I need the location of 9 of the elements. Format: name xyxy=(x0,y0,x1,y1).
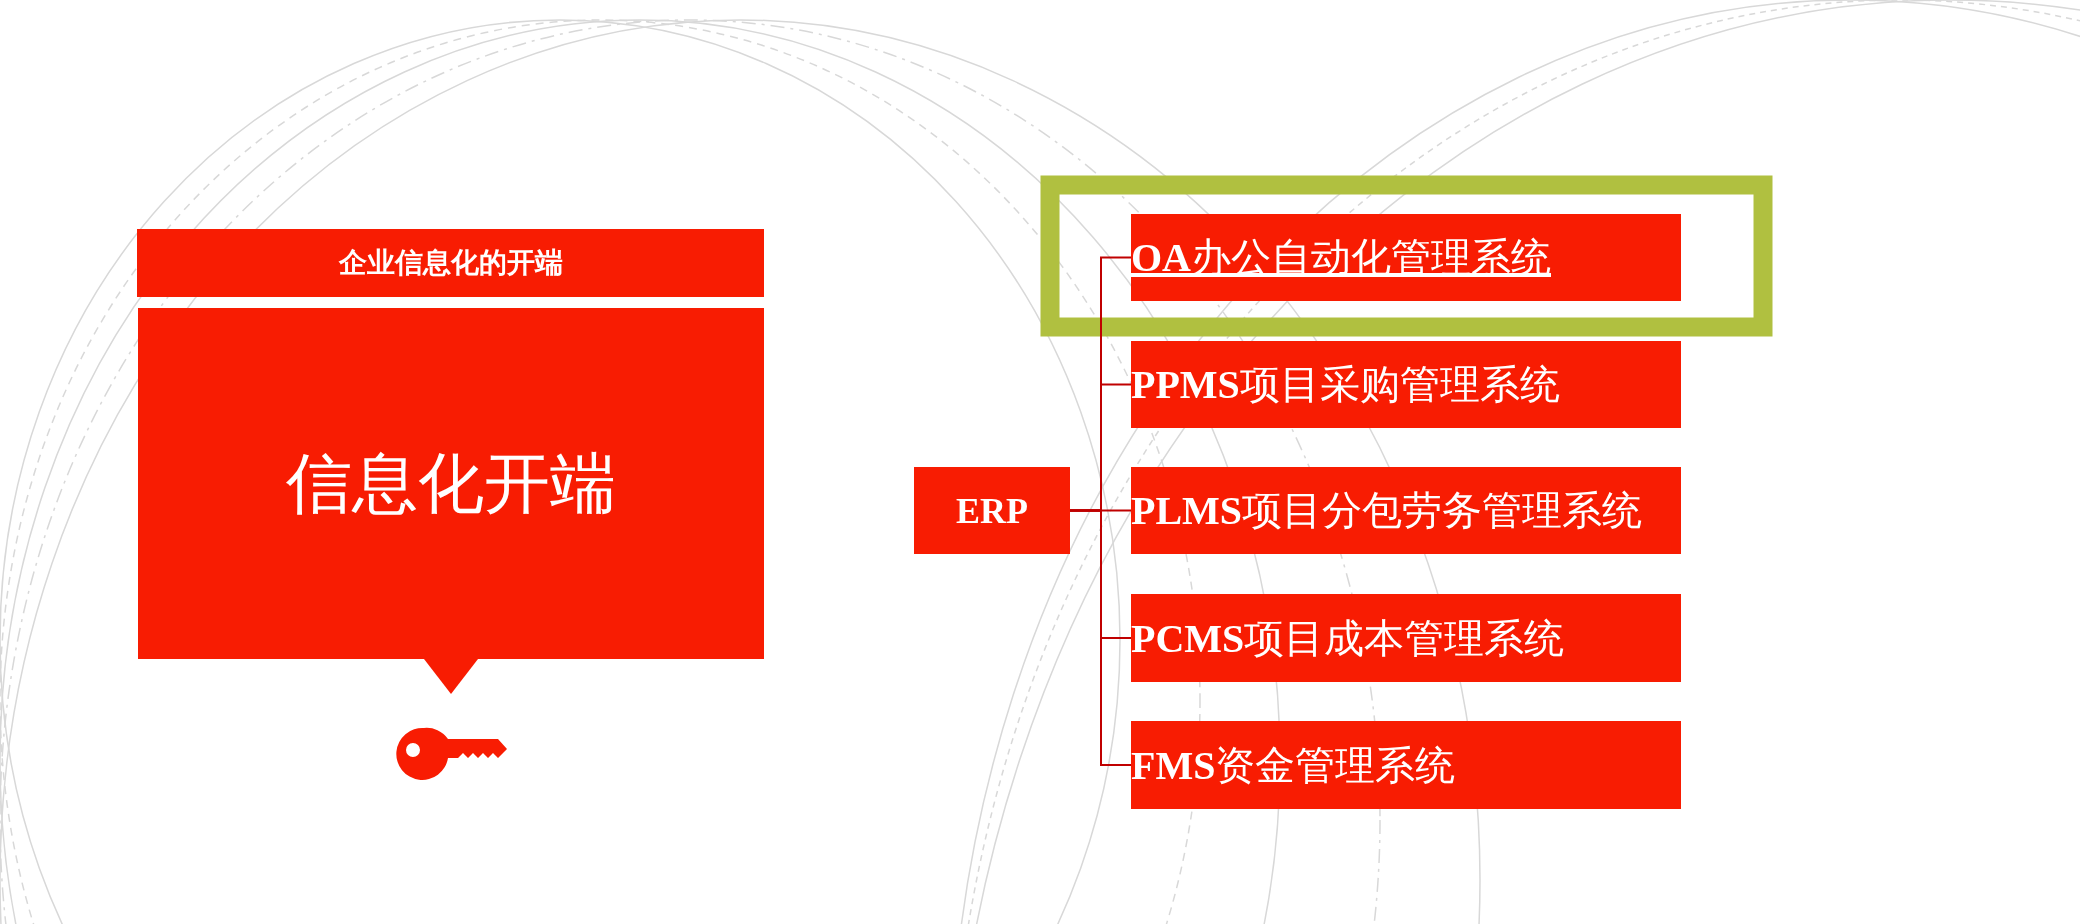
topic-box: 信息化开端 xyxy=(138,308,764,659)
title-band: 企业信息化的开端 xyxy=(137,229,764,297)
process-box: PLMS项目分包劳务管理系统 xyxy=(1131,467,1681,554)
connector-line xyxy=(1069,509,1132,766)
process-box: PCMS项目成本管理系统 xyxy=(1131,594,1681,682)
process-box: PPMS项目采购管理系统 xyxy=(1131,341,1681,428)
process-box: ERP xyxy=(914,467,1070,554)
process-box: OA办公自动化管理系统 xyxy=(1131,214,1681,301)
process-box: FMS资金管理系统 xyxy=(1131,721,1681,809)
